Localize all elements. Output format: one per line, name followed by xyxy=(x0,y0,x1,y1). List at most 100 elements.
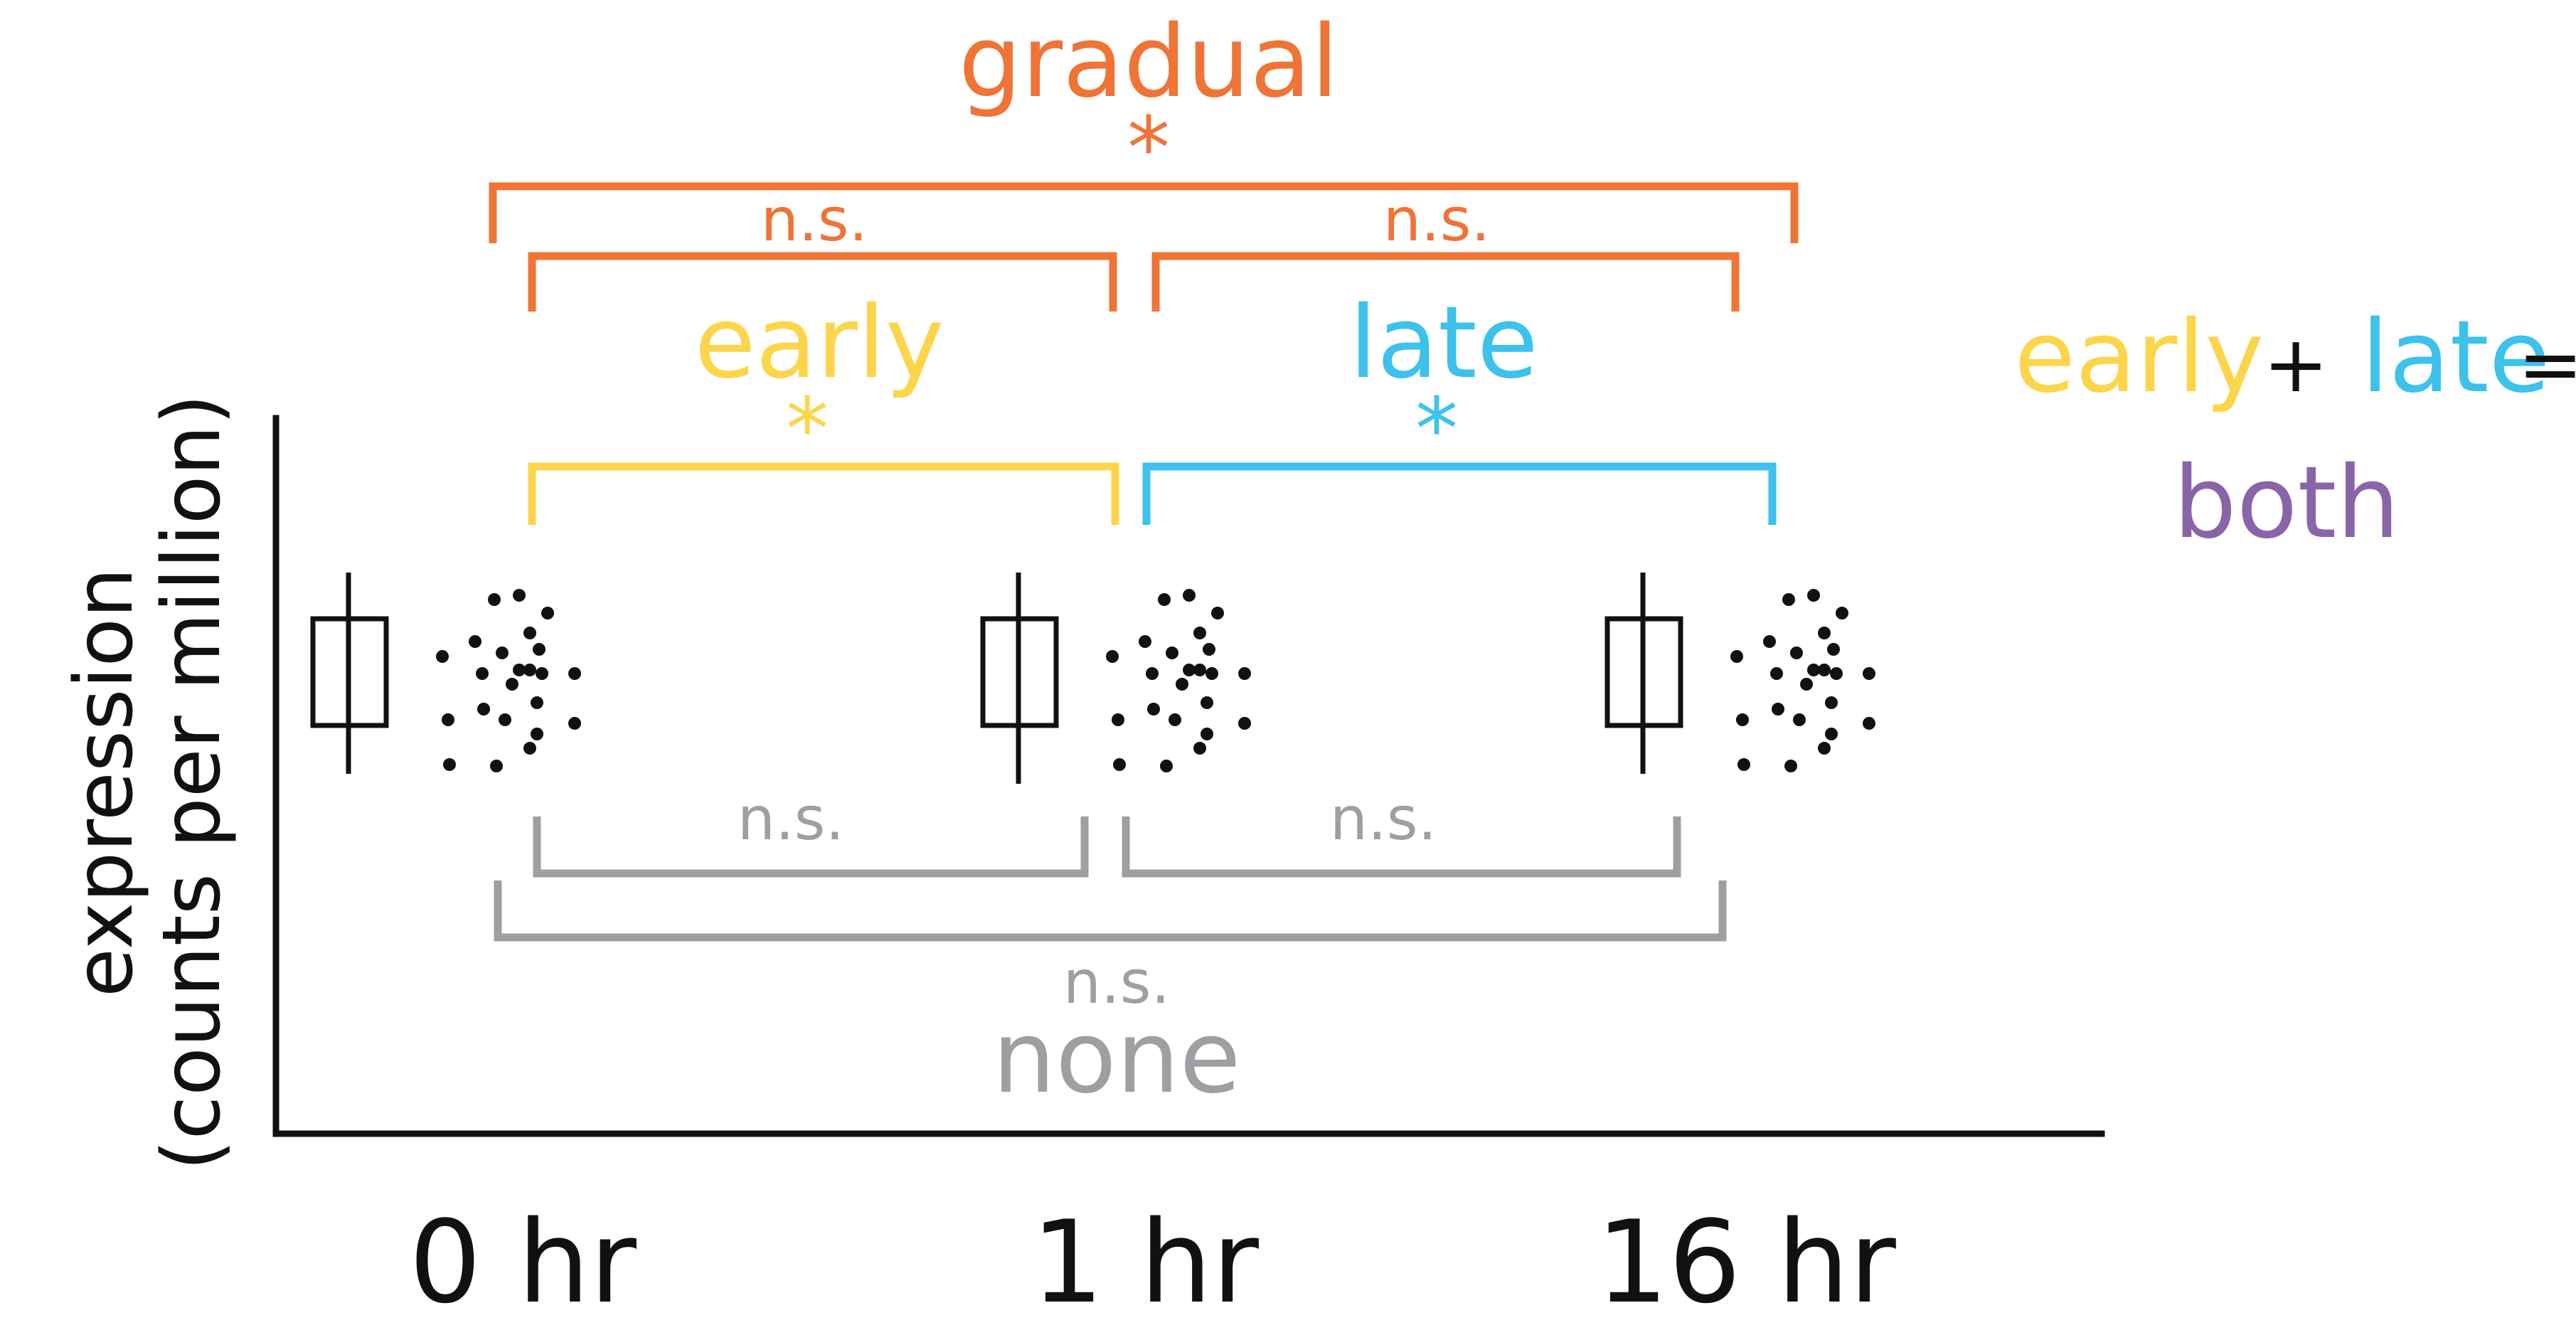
dots-1hr-point xyxy=(1139,635,1151,648)
dots-1hr-point xyxy=(1203,643,1215,656)
dots-0hr-point xyxy=(568,717,581,730)
boxplot-1hr xyxy=(980,573,1059,784)
y-axis-label-line1: expression xyxy=(58,568,151,997)
dots-1hr-point xyxy=(1183,664,1196,676)
dots-0hr-point xyxy=(523,664,536,676)
dots-0hr-point xyxy=(499,713,511,726)
dots-0hr-point xyxy=(506,678,518,691)
dots-1hr-point xyxy=(1205,667,1218,680)
dots-1hr-point xyxy=(1193,664,1206,676)
dots-0hr-point xyxy=(442,713,454,726)
dots-1hr-point xyxy=(1112,713,1124,726)
legend-plus: + xyxy=(2263,319,2328,410)
early-label: early xyxy=(694,285,944,401)
dots-0hr-point xyxy=(513,589,526,602)
legend-early: early xyxy=(2014,299,2264,415)
dots-16hr-point xyxy=(1737,758,1750,771)
dots-16hr-point xyxy=(1836,607,1848,619)
dots-0hr-point xyxy=(477,703,490,715)
legend-both: both xyxy=(2173,445,2400,561)
dots-1hr xyxy=(1106,589,1251,772)
gradual-significance-star: * xyxy=(1127,100,1170,198)
dots-16hr-point xyxy=(1863,717,1875,730)
dots-1hr-point xyxy=(1193,627,1206,639)
dots-0hr-point xyxy=(469,635,481,648)
dots-0hr-point xyxy=(490,760,503,772)
dots-1hr-point xyxy=(1146,667,1159,680)
dots-16hr-point xyxy=(1863,667,1875,680)
none-ns-right: n.s. xyxy=(1330,784,1437,853)
x-tick-label-1hr: 1 hr xyxy=(1031,1196,1259,1329)
none-ns-left: n.s. xyxy=(738,784,844,853)
dots-1hr-point xyxy=(1106,650,1119,663)
dots-16hr-point xyxy=(1770,667,1783,680)
dots-0hr-point xyxy=(523,627,536,639)
dots-0hr-point xyxy=(488,593,501,606)
dots-0hr-point xyxy=(531,696,543,709)
dots-1hr-point xyxy=(1201,728,1213,740)
dots-0hr-point xyxy=(568,667,581,680)
dots-16hr-point xyxy=(1800,678,1813,691)
dots-0hr-point xyxy=(436,650,449,663)
dots-0hr-point xyxy=(496,647,509,659)
early-bracket xyxy=(528,462,1119,525)
dots-16hr-point xyxy=(1830,667,1843,680)
dots-16hr-point xyxy=(1763,635,1776,648)
none-ns-overall: n.s. xyxy=(1063,947,1170,1017)
late-significance-star: * xyxy=(1415,381,1458,479)
dots-1hr-point xyxy=(1113,758,1126,771)
none-bracket-0-1 xyxy=(533,816,1089,878)
dots-1hr-point xyxy=(1176,678,1188,691)
gradual-ns-right: n.s. xyxy=(1383,185,1490,255)
dots-1hr-point xyxy=(1238,667,1251,680)
dots-16hr-point xyxy=(1807,589,1820,602)
dots-0hr-point xyxy=(476,667,489,680)
dots-0hr-point xyxy=(533,643,545,656)
dots-16hr-point xyxy=(1807,664,1820,676)
dots-16hr-point xyxy=(1825,728,1838,740)
dots-16hr-point xyxy=(1818,742,1831,755)
dots-16hr-point xyxy=(1793,713,1806,726)
dots-1hr-point xyxy=(1183,589,1196,602)
boxplot-16hr xyxy=(1604,573,1683,774)
none-label: none xyxy=(992,1000,1240,1116)
gradual-brackets xyxy=(489,182,1799,312)
dots-1hr-point xyxy=(1169,713,1181,726)
legend-equals: = xyxy=(2518,319,2576,410)
dots-16hr-point xyxy=(1730,650,1743,663)
dots-16hr-point xyxy=(1818,664,1831,676)
dots-16hr-point xyxy=(1827,643,1840,656)
dots-0hr-point xyxy=(531,728,543,740)
dots-16hr-point xyxy=(1736,713,1749,726)
dots-16hr-point xyxy=(1784,760,1797,772)
dots-1hr-point xyxy=(1238,717,1251,730)
dots-16hr-point xyxy=(1772,703,1784,715)
gradual-bracket-0-1 xyxy=(528,252,1117,312)
x-tick-label-0hr: 0 hr xyxy=(409,1196,637,1329)
dots-0hr-point xyxy=(443,758,456,771)
legend-late: late xyxy=(2361,299,2550,415)
gradual-bracket-0-16 xyxy=(489,182,1799,243)
gradual-label: gradual xyxy=(959,4,1339,120)
none-brackets xyxy=(494,816,1727,942)
dots-16hr-point xyxy=(1782,593,1795,606)
boxplot-0hr xyxy=(310,573,389,774)
dots-1hr-point xyxy=(1193,742,1206,755)
dots-0hr-point xyxy=(523,742,536,755)
early-significance-star: * xyxy=(786,381,829,479)
dots-1hr-point xyxy=(1201,696,1213,709)
axes xyxy=(272,415,2105,1137)
none-bracket-0-16 xyxy=(494,881,1727,942)
dots-16hr-point xyxy=(1818,627,1831,639)
late-bracket xyxy=(1142,462,1777,525)
dots-1hr-point xyxy=(1166,647,1178,659)
dots-1hr-point xyxy=(1147,703,1160,715)
dots-0hr xyxy=(436,589,581,772)
dots-16hr xyxy=(1730,589,1875,772)
gradual-bracket-1-16 xyxy=(1151,252,1740,312)
late-label: late xyxy=(1349,285,1538,401)
gradual-ns-left: n.s. xyxy=(761,185,868,255)
dots-16hr-point xyxy=(1790,647,1803,659)
dots-1hr-point xyxy=(1211,607,1224,619)
